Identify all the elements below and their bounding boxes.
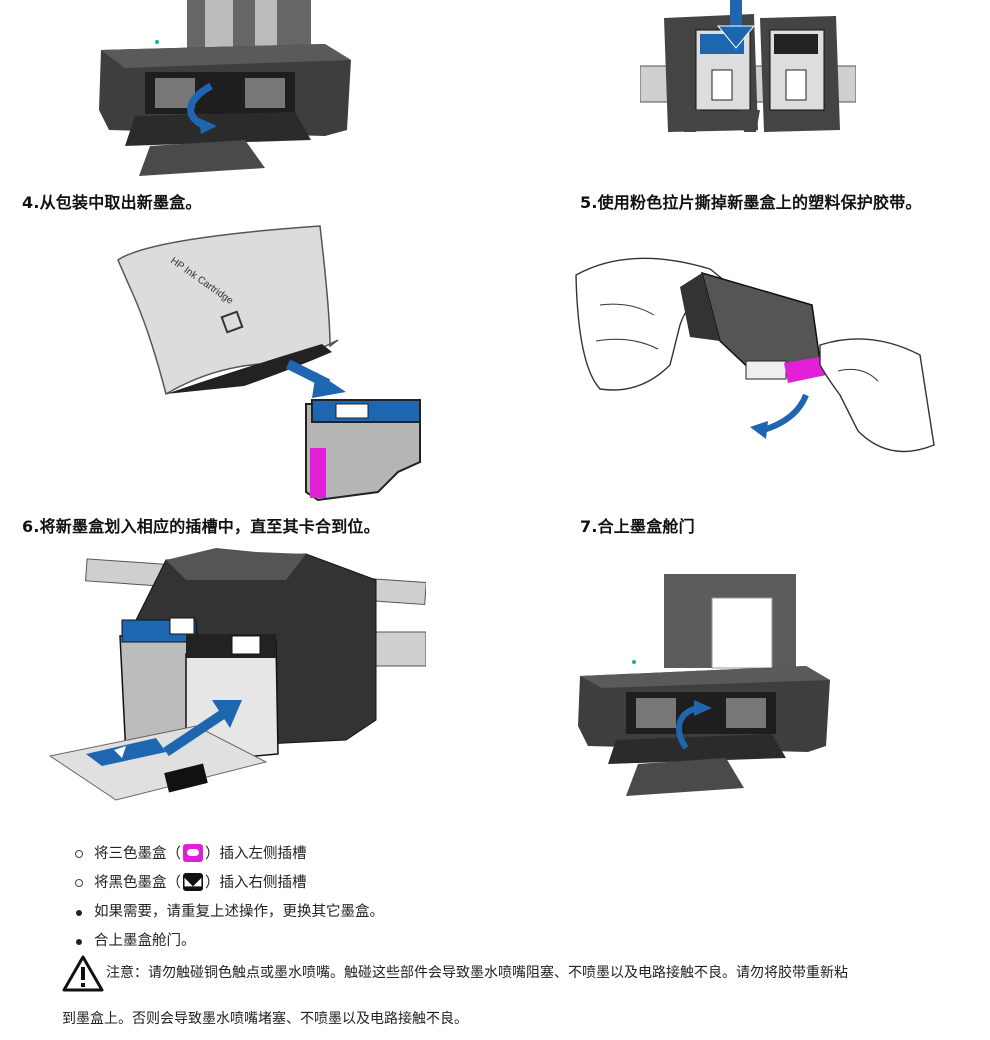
open-bullet-icon [72,842,86,866]
caution-text-line-1: 注意：请勿触碰铜色触点或墨水喷嘴。触碰这些部件会导致墨水喷嘴阻塞、不喷墨以及电路… [106,965,848,981]
list-item-text: 如果需要，请重复上述操作，更换其它墨盒。 [94,904,384,920]
remove-tape-illustration [570,245,940,467]
filled-bullet-icon [72,900,86,924]
step-6-title: 6.将新墨盒划入相应的插槽中，直至其卡合到位。 [22,517,380,536]
black-chip-icon: ◣◢ [183,873,203,891]
list-item-text: 将黑色墨盒（ [94,875,181,891]
step-4-title: 4.从包装中取出新墨盒。 [22,193,202,212]
step-7-title: 7.合上墨盒舱门 [580,517,695,536]
instruction-list: 将三色墨盒（ ）插入左侧插槽 将黑色墨盒（◣◢）插入右侧插槽 如果需要，请重复上述… [72,842,952,958]
magenta-chip-icon [183,844,203,862]
list-item-text: 将三色墨盒（ [94,846,181,862]
list-item: 合上墨盒舱门。 [72,929,952,958]
list-item-text: 合上墨盒舱门。 [94,933,196,949]
filled-bullet-icon [72,929,86,953]
list-item: 将三色墨盒（ ）插入左侧插槽 [72,842,952,871]
open-bullet-icon [72,871,86,895]
list-item: 将黑色墨盒（◣◢）插入右侧插槽 [72,871,952,900]
list-item-text: ）插入右侧插槽 [205,875,307,891]
caution-text-line-2: 到墨盒上。否则会导致墨水喷嘴堵塞、不喷墨以及电路接触不良。 [62,1011,468,1027]
warning-triangle-icon [62,955,104,992]
close-door-illustration [576,568,832,802]
slide-into-slot-illustration [46,540,426,810]
printer-open-door-illustration [95,0,355,182]
carriage-insert-illustration [640,0,856,140]
list-item-text: ）插入左侧插槽 [205,846,307,862]
remove-from-package-illustration: HP Ink Cartridge [110,222,430,504]
step-5-title: 5.使用粉色拉片撕掉新墨盒上的塑料保护胶带。 [580,193,922,212]
list-item: 如果需要，请重复上述操作，更换其它墨盒。 [72,900,952,929]
